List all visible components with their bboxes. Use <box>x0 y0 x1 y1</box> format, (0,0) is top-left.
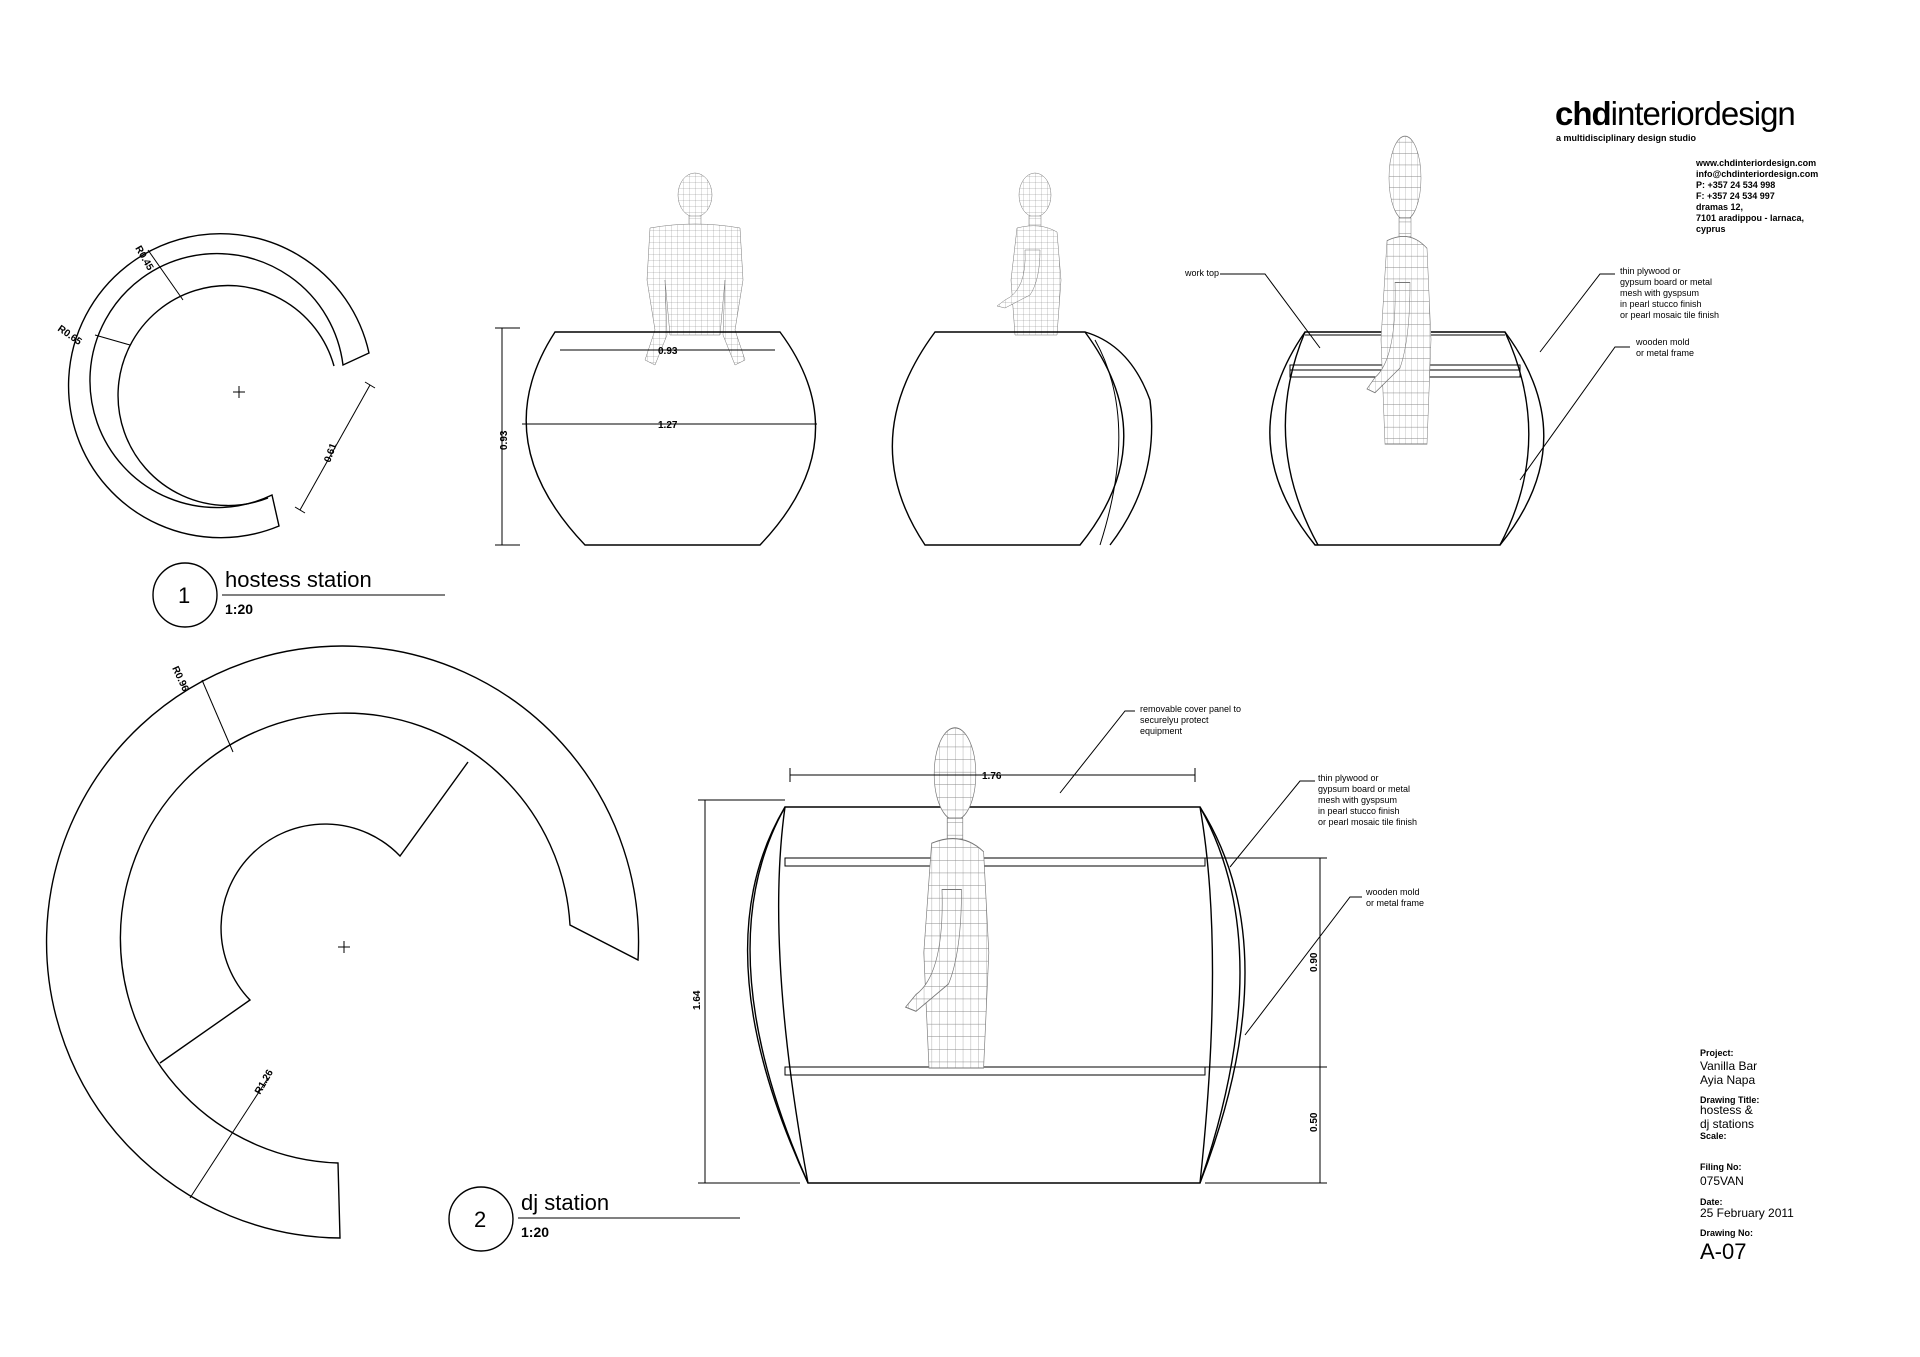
dj-upper-height: 0.90 <box>1309 952 1320 972</box>
note-dj-cover: removable cover panel to securelyu prote… <box>1140 704 1241 736</box>
contact-email: info@chdinteriordesign.com <box>1696 169 1819 179</box>
dj-elevation <box>698 710 1362 1184</box>
contact-address-2: 7101 aradippou - larnaca, <box>1696 213 1805 223</box>
hostess-height: 0.93 <box>499 430 510 450</box>
note-line: in pearl stucco finish <box>1620 299 1702 309</box>
note-line: gypsum board or metal <box>1620 277 1712 287</box>
drawing-title-label: Drawing Title: <box>1700 1095 1760 1105</box>
hostess-side-body <box>891 331 1125 546</box>
note-line: gypsum board or metal <box>1318 784 1410 794</box>
detail-scale-1: 1:20 <box>225 601 253 617</box>
dj-plan <box>45 645 640 1239</box>
note-dj-frame: wooden mold or metal frame <box>1365 887 1424 908</box>
company-logo: chdinteriordesign <box>1555 95 1796 133</box>
detail-number-2: 2 <box>474 1207 486 1232</box>
dj-plan-outer-ring <box>45 645 640 1239</box>
detail-title-1: hostess station <box>225 567 372 592</box>
detail-scale-2: 1:20 <box>521 1224 549 1240</box>
hostess-plan-inner-ring <box>117 284 335 507</box>
note-line: removable cover panel to <box>1140 704 1241 714</box>
logo-bold: chd <box>1555 95 1612 132</box>
hostess-front-body <box>525 331 817 546</box>
contact-phone: P: +357 24 534 998 <box>1696 180 1776 190</box>
drawing-title-2: dj stations <box>1700 1117 1755 1131</box>
note-line: securelyu protect <box>1140 715 1209 725</box>
hostess-plan <box>67 233 376 539</box>
dj-top-width: 1.76 <box>982 771 1002 782</box>
note-line: or pearl mosaic tile finish <box>1620 310 1719 320</box>
mannequin-front-1 <box>644 172 746 366</box>
project-name: Vanilla Bar <box>1700 1059 1758 1073</box>
logo-rest: interiordesign <box>1610 95 1796 132</box>
note-line: equipment <box>1140 726 1183 736</box>
contact-address-3: cyprus <box>1696 224 1726 234</box>
note-line: thin plywood or <box>1620 266 1681 276</box>
dj-height: 1.64 <box>692 990 703 1010</box>
dj-plan-r-inner: R0.96 <box>169 665 190 694</box>
contact-block: www.chdinteriordesign.com info@chdinteri… <box>1696 158 1818 235</box>
note-line: or metal frame <box>1366 898 1424 908</box>
note-work-top: work top <box>1184 268 1219 278</box>
date-value: 25 February 2011 <box>1700 1206 1794 1220</box>
hostess-plan-r-inner: R0.45 <box>132 244 155 273</box>
note-line: wooden mold <box>1365 887 1420 897</box>
note-line: or metal frame <box>1636 348 1694 358</box>
hostess-side-elevation <box>891 172 1153 546</box>
company-tagline: a multidisciplinary design studio <box>1556 133 1697 143</box>
detail-label-1: 1 hostess station 1:20 <box>152 562 445 628</box>
scale-label: Scale: <box>1700 1131 1727 1141</box>
mannequin-dj <box>904 726 990 1070</box>
note-line: or pearl mosaic tile finish <box>1318 817 1417 827</box>
mannequin-side-1 <box>996 172 1062 336</box>
detail-title-2: dj station <box>521 1190 609 1215</box>
dj-plan-r-outer: R1.26 <box>253 1068 276 1097</box>
contact-website: www.chdinteriordesign.com <box>1696 158 1817 168</box>
note-line: in pearl stucco finish <box>1318 806 1400 816</box>
contact-fax: F: +357 24 534 997 <box>1696 191 1775 201</box>
hostess-top-width: 0.93 <box>658 346 678 357</box>
filing-value: 075VAN <box>1700 1174 1744 1188</box>
hostess-front-elevation <box>495 172 817 546</box>
project-label: Project: <box>1700 1048 1734 1058</box>
filing-label: Filing No: <box>1700 1162 1742 1172</box>
hostess-section <box>1220 135 1630 546</box>
contact-address-1: dramas 12, <box>1696 202 1744 212</box>
note-line: thin plywood or <box>1318 773 1379 783</box>
project-location: Ayia Napa <box>1700 1073 1756 1087</box>
detail-label-2: 2 dj station 1:20 <box>448 1186 740 1252</box>
drawing-no-label: Drawing No: <box>1700 1228 1753 1238</box>
note-line: mesh with gyspsum <box>1620 288 1699 298</box>
note-line: mesh with gyspsum <box>1318 795 1397 805</box>
dj-lower-height: 0.50 <box>1309 1112 1320 1132</box>
drawing-title-1: hostess & <box>1700 1103 1753 1117</box>
note-line: wooden mold <box>1635 337 1690 347</box>
detail-number-1: 1 <box>178 583 190 608</box>
drawing-no-value: A-07 <box>1700 1239 1747 1264</box>
note-hostess-frame: wooden mold or metal frame <box>1635 337 1694 358</box>
hostess-mid-width: 1.27 <box>658 420 678 431</box>
note-dj-skin: thin plywood or gypsum board or metal me… <box>1318 773 1417 827</box>
date-label: Date: <box>1700 1197 1723 1207</box>
dj-elevation-body <box>746 806 1246 1184</box>
mannequin-section-hostess <box>1366 135 1432 445</box>
note-hostess-skin: thin plywood or gypsum board or metal me… <box>1620 266 1719 320</box>
dj-plan-inner-cutout <box>159 761 469 1064</box>
hostess-plan-gap: 0.61 <box>322 442 339 464</box>
hostess-plan-outer-ring <box>67 233 370 539</box>
